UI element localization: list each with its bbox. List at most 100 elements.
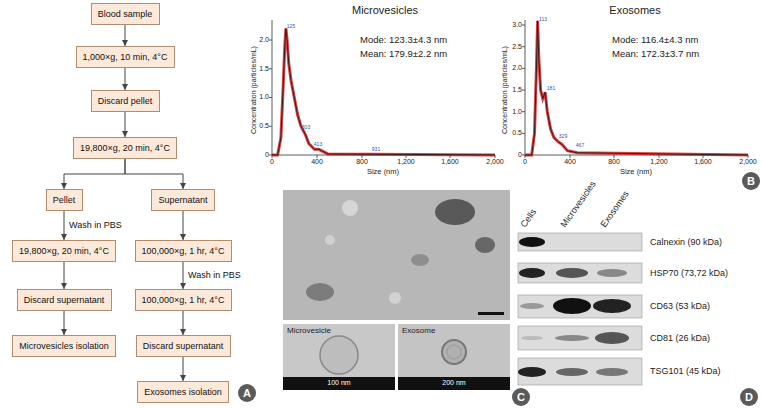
lane-label: Cells: [519, 207, 539, 229]
step-text: Discard pellet: [98, 96, 153, 106]
tick-label: 0: [518, 151, 522, 159]
tick-label: 1,200: [397, 158, 415, 166]
protein-label: CD63 (53 kDa): [650, 301, 710, 311]
process-box: Discard supernatant: [136, 335, 231, 357]
process-box: Blood sample: [91, 3, 160, 25]
process-box: Discard supernatant: [17, 289, 112, 311]
tick-label: 1.0: [259, 93, 269, 101]
process-box: Supernatant: [151, 189, 215, 211]
edge-label: Wash in PBS: [68, 220, 123, 230]
step-text: Blood sample: [98, 9, 153, 19]
peak-label: 467: [576, 143, 584, 149]
panel-badge: C: [512, 388, 530, 406]
tick-label: 400: [311, 158, 323, 166]
step-text: Microvesicles isolation: [19, 341, 109, 351]
step-text: 100,000×g, 1 hr, 4°C: [142, 295, 225, 305]
tick-label: 1,600: [441, 158, 459, 166]
flow-arrow: [64, 262, 65, 289]
flow-arrow: [125, 159, 183, 189]
process-box: Discard pellet: [91, 90, 160, 112]
step-text: Discard supernatant: [143, 341, 224, 351]
step-text: Supernatant: [158, 195, 207, 205]
tick-label: 1,200: [650, 158, 668, 166]
process-box: 100,000×g, 1 hr, 4°C: [135, 240, 232, 262]
panel-letter: B: [747, 175, 755, 187]
flow-arrow: [64, 211, 65, 240]
tick-label: 1.5: [259, 65, 269, 73]
axis-title: Size (nm): [620, 168, 652, 177]
tick-label: 3.0: [512, 21, 522, 29]
step-text: Pellet: [53, 195, 76, 205]
process-box: Exosomes isolation: [137, 381, 229, 403]
panel-letter: A: [243, 387, 251, 399]
flow-arrow: [125, 68, 126, 90]
step-text: 19,800×g, 20 min, 4°C: [19, 246, 109, 256]
flow-arrow: [183, 262, 184, 289]
tick-label: 2.0: [512, 64, 522, 72]
panel-badge: B: [742, 172, 760, 190]
peak-label: 413: [314, 142, 322, 148]
tick-label: 0.5: [512, 129, 522, 137]
tick-label: 0: [265, 151, 269, 159]
peak-label: 329: [559, 134, 567, 140]
flow-arrow: [64, 311, 65, 335]
step-text: Discard supernatant: [24, 295, 105, 305]
image-label: Microvesicle: [287, 326, 331, 335]
peak-label: 125: [287, 24, 295, 30]
flow-arrow: [64, 159, 125, 189]
flow-arrow: [183, 311, 184, 335]
peak-label: 181: [547, 86, 555, 92]
stat-text: Mean: 172.3±3.7 nm: [612, 49, 699, 60]
peak-label: 303: [302, 125, 310, 131]
chart-title: Exosomes: [609, 4, 660, 17]
stat-text: Mode: 123.3±4.3 nm: [360, 35, 447, 46]
tick-label: 1.0: [512, 108, 522, 116]
step-text: 100,000×g, 1 hr, 4°C: [142, 246, 225, 256]
panel-badge: D: [740, 388, 758, 406]
process-box: 19,800×g, 20 min, 4°C: [73, 137, 177, 159]
edge-label: Wash in PBS: [187, 270, 242, 280]
axis-title: Size (nm): [367, 168, 399, 177]
process-box: 1,000×g, 10 min, 4°C: [76, 46, 175, 68]
tem-images: [283, 190, 510, 390]
nta-chart-microvesicles: [269, 20, 495, 158]
protein-label: HSP70 (73,72 kDa): [650, 268, 728, 278]
protein-label: TSG101 (45 kDa): [650, 366, 721, 376]
process-box: Pellet: [46, 189, 83, 211]
stat-text: Mean: 179.9±2.2 nm: [360, 49, 447, 60]
process-box: 19,800×g, 20 min, 4°C: [12, 240, 116, 262]
stat-text: Mode: 116.4±4.3 nm: [612, 35, 698, 46]
peak-label: 113: [539, 17, 547, 23]
tick-label: 2,000: [486, 158, 504, 166]
protein-label: CD81 (26 kDa): [650, 333, 710, 343]
step-text: Exosomes isolation: [144, 387, 222, 397]
axis-title: Concentration (particles/mL): [250, 46, 258, 134]
step-text: 19,800×g, 20 min, 4°C: [80, 143, 170, 153]
panel-letter: C: [517, 391, 525, 403]
axis-title: Concentration (particles/mL): [501, 46, 509, 134]
scale-label: 200 nm: [442, 379, 465, 387]
western-blot: [518, 233, 642, 385]
tick-label: 800: [356, 158, 368, 166]
flow-arrow: [183, 211, 184, 240]
step-text: 1,000×g, 10 min, 4°C: [83, 52, 168, 62]
scale-label: 100 nm: [327, 379, 350, 387]
nta-chart-exosomes: [522, 20, 748, 158]
tick-label: 0.5: [259, 122, 269, 130]
image-label: Exosome: [402, 326, 435, 335]
tick-label: 800: [608, 158, 620, 166]
chart-title: Microvesicles: [352, 4, 418, 17]
flow-arrow: [125, 112, 126, 137]
flow-arrow: [125, 25, 126, 46]
tick-label: 1,600: [694, 158, 712, 166]
tick-label: 2.0: [259, 36, 269, 44]
tick-label: 400: [564, 158, 576, 166]
protein-label: Calnexin (90 kDa): [650, 237, 722, 247]
flow-arrow: [183, 357, 184, 381]
tick-label: 0: [523, 158, 527, 166]
tick-label: 1.5: [512, 86, 522, 94]
tick-label: 0: [270, 158, 274, 166]
tick-label: 2,000: [739, 158, 757, 166]
panel-badge: A: [238, 384, 256, 402]
process-box: Microvesicles isolation: [12, 335, 116, 357]
